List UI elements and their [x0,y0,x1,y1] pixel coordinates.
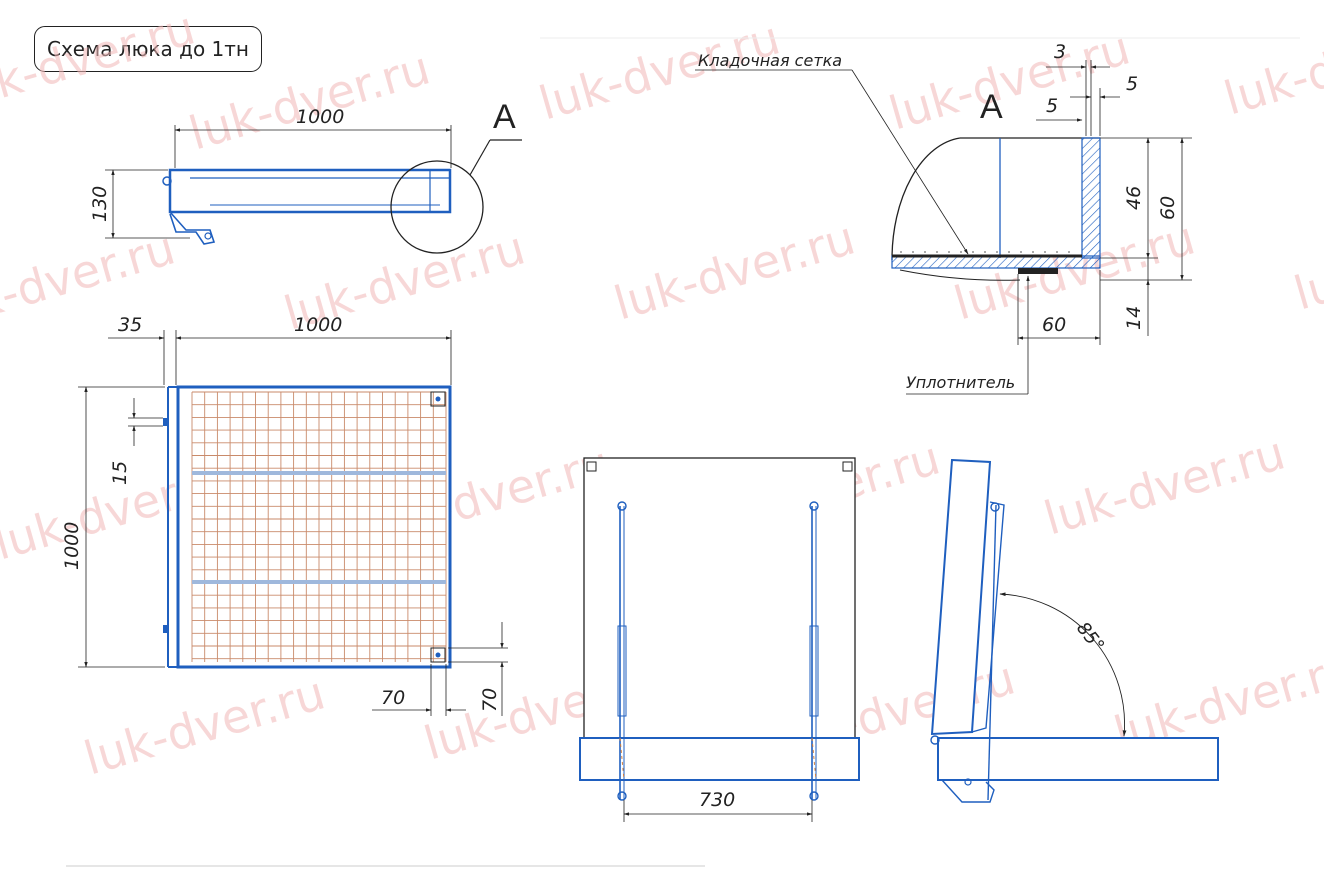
detail-a-view [695,60,1192,395]
dim-side-width: 1000 [296,106,344,128]
dim-top-height: 1000 [61,522,83,570]
page-title: Схема люка до 1тн [34,26,262,72]
dim-detail-3: 3 [1054,41,1066,63]
top-view [78,330,508,716]
watermark: luk-dver.ru [183,41,436,161]
dim-side-height: 130 [89,186,111,222]
mesh-grid [191,391,447,662]
detail-mark-side: A [493,98,516,136]
watermark: luk-dver.ru [78,666,331,786]
dim-top-width: 1000 [294,314,342,336]
dim-corner-width: 70 [381,687,405,709]
watermark: luk-dver.ru [948,211,1201,331]
dim-detail-14: 14 [1123,306,1145,330]
dim-front-730: 730 [699,789,735,811]
watermark: luk-dver.ru [0,221,181,341]
side-open-view [930,458,1219,803]
dim-detail-5b: 5 [1046,95,1058,117]
label-mesh: Кладочная сетка [698,51,842,70]
watermark: luk-dver.ru [608,211,861,331]
dim-top-offset: 35 [118,314,142,336]
watermark: luk-dver.ru [533,11,786,131]
front-view [579,457,860,822]
dim-detail-46: 46 [1123,186,1145,210]
watermark: luk-dver.ru [1288,201,1324,321]
dim-top-small: 15 [109,461,131,485]
watermark: luk-dver.ru [1218,6,1324,126]
dim-detail-60h: 60 [1042,314,1066,336]
dim-detail-60v: 60 [1157,196,1179,220]
watermark: luk-dver.ru [883,21,1136,141]
side-section-view [105,125,522,254]
dim-detail-5a: 5 [1126,73,1138,95]
dim-corner-height: 70 [479,688,501,712]
label-seal: Уплотнитель [906,373,1015,392]
watermark: luk-dver.ru [0,1,201,121]
detail-mark-a: A [980,88,1003,126]
watermark: luk-dver.ru [1038,426,1291,546]
